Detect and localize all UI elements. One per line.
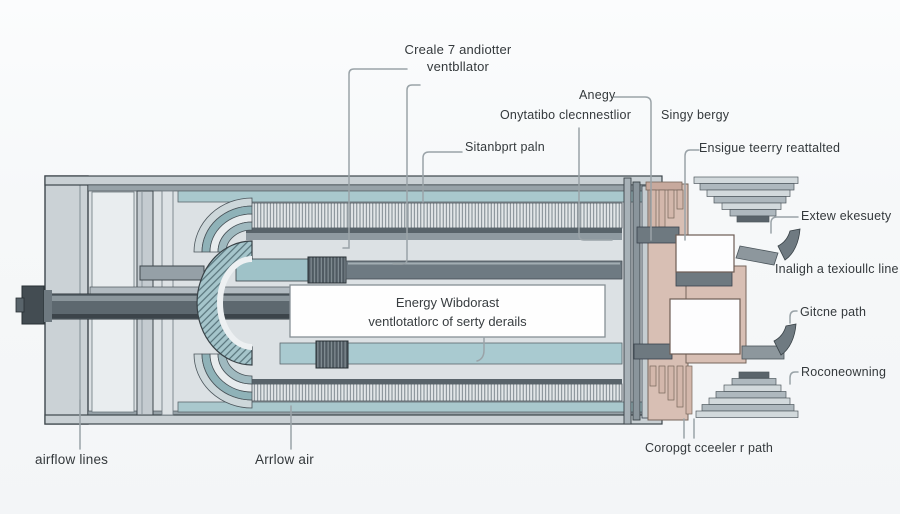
- shaft-coupling: [21, 285, 45, 325]
- flow-arrows: [735, 228, 801, 360]
- leader-gitcne: [789, 310, 798, 324]
- louver-stack-top: [693, 176, 799, 223]
- label-sitanbprt: Sitanbprt paln: [465, 140, 545, 154]
- shaft: [15, 285, 292, 325]
- label-extew: Extew ekesuety: [801, 209, 892, 223]
- stator-core-bottom: [245, 383, 623, 402]
- label-ensigue: Ensigue teerry reattalted: [699, 141, 841, 155]
- leader-sitanbprt: [422, 151, 463, 203]
- label-inaligh: Inaligh a texioullc line: [775, 262, 899, 276]
- label-roconeowning: Roconeowning: [801, 365, 887, 379]
- louver-stack-bottom: [695, 371, 799, 418]
- exciter-window-top: [675, 234, 735, 273]
- leader-anegy: [613, 96, 652, 241]
- leader-ventilator-b: [392, 84, 421, 265]
- rotor-box-label: Energy Wibdorast ventlotatlorc of serty …: [290, 290, 605, 336]
- label-singy-bergy: Singy bergy: [661, 108, 730, 122]
- label-end-ventilator-line2: ventbllator: [426, 58, 490, 74]
- right-end-plates: [623, 177, 649, 425]
- rotor-box-line1: Energy Wibdorast: [395, 295, 500, 311]
- rotor: [235, 256, 623, 369]
- label-gitcne: Gitcne path: [800, 305, 867, 319]
- label-airflow-lines: airflow lines: [35, 452, 109, 467]
- separator-top-dark: [246, 228, 622, 233]
- exciter-section: [633, 181, 747, 421]
- label-coropgt: Coropgt cceeler r path: [645, 441, 774, 455]
- leader-ventilator-a: [342, 68, 408, 249]
- exciter-window-bottom: [669, 298, 741, 355]
- leader-lines: [79, 68, 799, 450]
- rotor-coil-bottom: [315, 340, 349, 369]
- machine-body: [15, 175, 801, 425]
- label-end-ventilator-line1: Creale 7 andiotter: [404, 42, 512, 57]
- hook-arrow-top: [777, 228, 801, 261]
- leader-roconeowning: [789, 371, 799, 385]
- end-winding-fan: [193, 197, 253, 409]
- label-arrlow-air: Arrlow air: [255, 452, 315, 467]
- rotor-coil-top: [307, 256, 347, 284]
- leader-onytatibo: [578, 127, 613, 241]
- leader-ensigue: [684, 149, 700, 241]
- rotor-box-line2: ventlotatlorc of serty derails: [368, 314, 527, 329]
- separator-bottom-dark: [246, 379, 622, 384]
- separator-top-gray: [246, 233, 622, 240]
- label-anegy: Anegy: [579, 88, 616, 102]
- leader-extew: [770, 216, 799, 234]
- support-arm: [139, 265, 205, 281]
- stator-core-top: [245, 202, 623, 229]
- label-end-ventilator: Creale 7 andiotter ventbllator: [396, 42, 520, 76]
- rotor-label-box: [289, 284, 606, 338]
- label-onytatibo: Onytatibo clecnnestlior: [500, 108, 632, 122]
- leader-rotor-box: [476, 336, 485, 362]
